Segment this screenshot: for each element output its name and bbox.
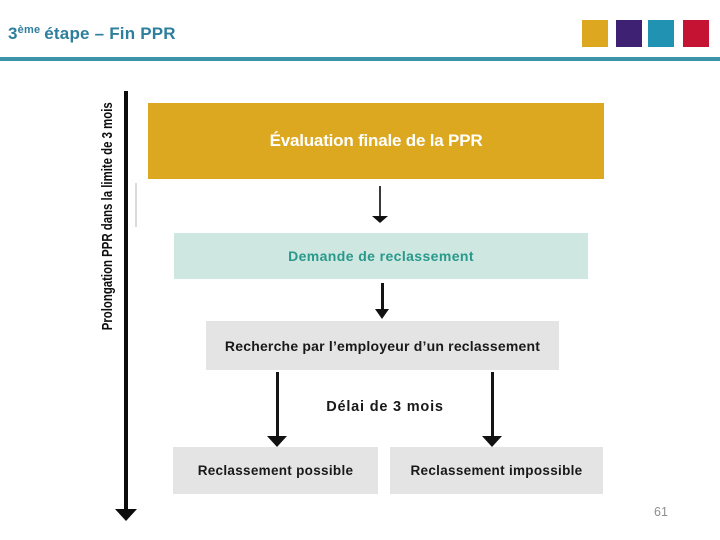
delay-label: Délai de 3 mois — [326, 399, 444, 415]
arrow-demande-to-recherche-head-icon — [375, 309, 389, 319]
arrow-evaluation-to-demande-head-icon — [372, 216, 388, 223]
arrow-to-impossible — [491, 372, 494, 436]
timeline-arrow-head-icon — [115, 509, 137, 521]
slide-title-rest: étape – Fin PPR — [44, 24, 176, 43]
accent-square-teal — [648, 20, 674, 47]
prolongation-side-label: Prolongation PPR dans la limite de 3 moi… — [99, 102, 116, 331]
node-reclassement-possible: Reclassement possible — [173, 447, 378, 494]
slide-title-superscript: ème — [17, 24, 41, 36]
page-number: 61 — [654, 505, 668, 519]
accent-square-gold — [582, 20, 608, 47]
arrow-to-possible — [276, 372, 279, 436]
accent-square-red — [683, 20, 709, 47]
faint-divider-line — [135, 183, 137, 227]
node-evaluation-finale-label: Évaluation finale de la PPR — [269, 131, 483, 150]
slide-title-base: 3 — [8, 24, 18, 43]
node-recherche-reclassement-label: Recherche par l’employeur d’un reclassem… — [224, 337, 541, 354]
timeline-arrow-shaft — [124, 91, 128, 509]
node-demande-reclassement-label: Demande de reclassement — [288, 248, 474, 264]
header-rule — [0, 57, 720, 61]
node-demande-reclassement: Demande de reclassement — [174, 233, 588, 279]
arrow-demande-to-recherche — [381, 283, 384, 310]
node-reclassement-impossible: Reclassement impossible — [390, 447, 603, 494]
node-reclassement-possible-label: Reclassement possible — [197, 463, 354, 478]
arrow-to-possible-head-icon — [267, 436, 287, 447]
accent-square-purple — [616, 20, 642, 47]
node-recherche-reclassement: Recherche par l’employeur d’un reclassem… — [206, 321, 559, 370]
arrow-evaluation-to-demande — [379, 186, 381, 217]
node-reclassement-impossible-label: Reclassement impossible — [410, 463, 583, 478]
arrow-to-impossible-head-icon — [482, 436, 502, 447]
node-evaluation-finale: Évaluation finale de la PPR — [148, 103, 604, 179]
